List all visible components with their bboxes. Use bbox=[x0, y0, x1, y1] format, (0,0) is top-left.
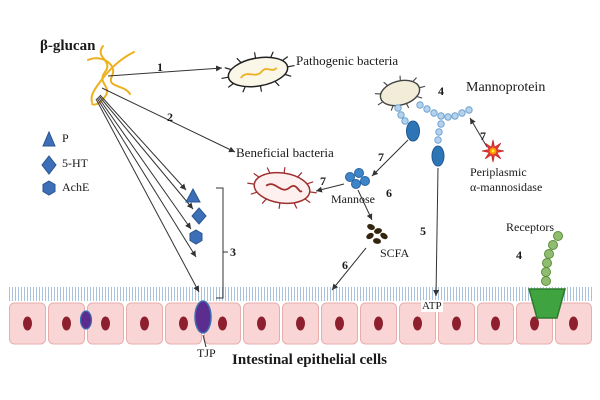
arrow-number-2: 2 bbox=[167, 110, 173, 124]
scfa-cluster bbox=[366, 224, 388, 244]
mediator-shapes-stack bbox=[185, 187, 207, 245]
arrow-number-7-beneficial: 7 bbox=[320, 174, 326, 188]
arrow-7-to-mannose bbox=[371, 139, 409, 177]
arrow-2 bbox=[101, 87, 236, 153]
arrow-lines bbox=[95, 65, 488, 348]
beneficial-bacteria-label: Beneficial bacteria bbox=[236, 145, 334, 160]
arrow-fan-d bbox=[96, 97, 197, 258]
atp-label: ATP bbox=[421, 300, 443, 313]
arrow-fan-b bbox=[98, 95, 194, 210]
bracket-3 bbox=[216, 187, 224, 299]
enzyme-starburst-icon bbox=[481, 139, 505, 163]
receptor-chain bbox=[541, 231, 563, 286]
arrow-number-6-cells: 6 bbox=[342, 258, 348, 272]
legend-symbols bbox=[41, 130, 57, 196]
stack-hexagon-icon bbox=[189, 229, 203, 245]
arrow-number-1: 1 bbox=[157, 60, 163, 74]
legend-label-5ht: 5-HT bbox=[62, 156, 88, 170]
arrow-5-to-atp bbox=[433, 167, 440, 297]
mannose-label: Mannose bbox=[331, 192, 375, 206]
arrow-number-6-scfa: 6 bbox=[386, 186, 392, 200]
arrow-number-7-enzyme: 7 bbox=[480, 129, 486, 143]
beta-glucan-label: β-glucan bbox=[40, 38, 96, 54]
beneficial-bacteria-figure bbox=[247, 167, 317, 209]
tjp-oval-large bbox=[194, 300, 212, 334]
arrow-number-5: 5 bbox=[420, 224, 426, 238]
arrow-fan-a bbox=[99, 94, 187, 191]
tjp-pointer-line bbox=[202, 334, 207, 348]
arrow-7-enzyme bbox=[469, 117, 488, 148]
epithelial-cell-row bbox=[8, 302, 593, 345]
signal-oval-right bbox=[431, 145, 445, 167]
mannoprotein-cell-figure bbox=[374, 75, 426, 111]
figure-caption: Intestinal epithelial cells bbox=[232, 352, 387, 368]
legend-diamond-icon bbox=[41, 155, 57, 175]
arrow-6-to-scfa bbox=[357, 189, 373, 221]
signal-oval-left bbox=[406, 120, 420, 142]
arrow-1 bbox=[107, 65, 223, 77]
tjp-oval-small bbox=[79, 310, 93, 330]
scfa-label: SCFA bbox=[380, 246, 410, 260]
pathogenic-bacteria-figure bbox=[221, 51, 295, 93]
arrow-number-7-mannose: 7 bbox=[378, 150, 384, 164]
arrow-number-3: 3 bbox=[230, 245, 236, 259]
periplasmic-label-line1: Periplasmic bbox=[470, 165, 527, 179]
mannoprotein-label: Mannoprotein bbox=[466, 80, 546, 95]
receptor-trapezoid bbox=[528, 288, 566, 319]
arrow-6-to-cells bbox=[331, 247, 367, 291]
mannoprotein-chains bbox=[394, 101, 473, 144]
pathogenic-bacteria-label: Pathogenic bacteria bbox=[296, 53, 399, 68]
legend-label-ache: AchE bbox=[62, 180, 90, 194]
stack-triangle-icon bbox=[185, 187, 201, 203]
arrow-fan-e bbox=[95, 98, 200, 293]
mannose-cluster bbox=[345, 168, 370, 189]
receptors-label: Receptors bbox=[506, 220, 554, 234]
tjp-label: TJP bbox=[197, 346, 216, 360]
brush-border-cilia bbox=[8, 286, 593, 302]
arrow-number-4-receptor: 4 bbox=[516, 248, 522, 262]
periplasmic-label-line2: α-mannosidase bbox=[470, 180, 543, 194]
arrow-number-4-mannoprotein: 4 bbox=[438, 84, 444, 98]
stack-diamond-icon bbox=[191, 207, 207, 225]
legend-hexagon-icon bbox=[42, 180, 56, 196]
legend-label-p: P bbox=[62, 131, 69, 145]
arrow-7-to-beneficial bbox=[315, 183, 345, 193]
legend-triangle-icon bbox=[42, 130, 56, 147]
arrow-fan-c bbox=[97, 96, 192, 230]
